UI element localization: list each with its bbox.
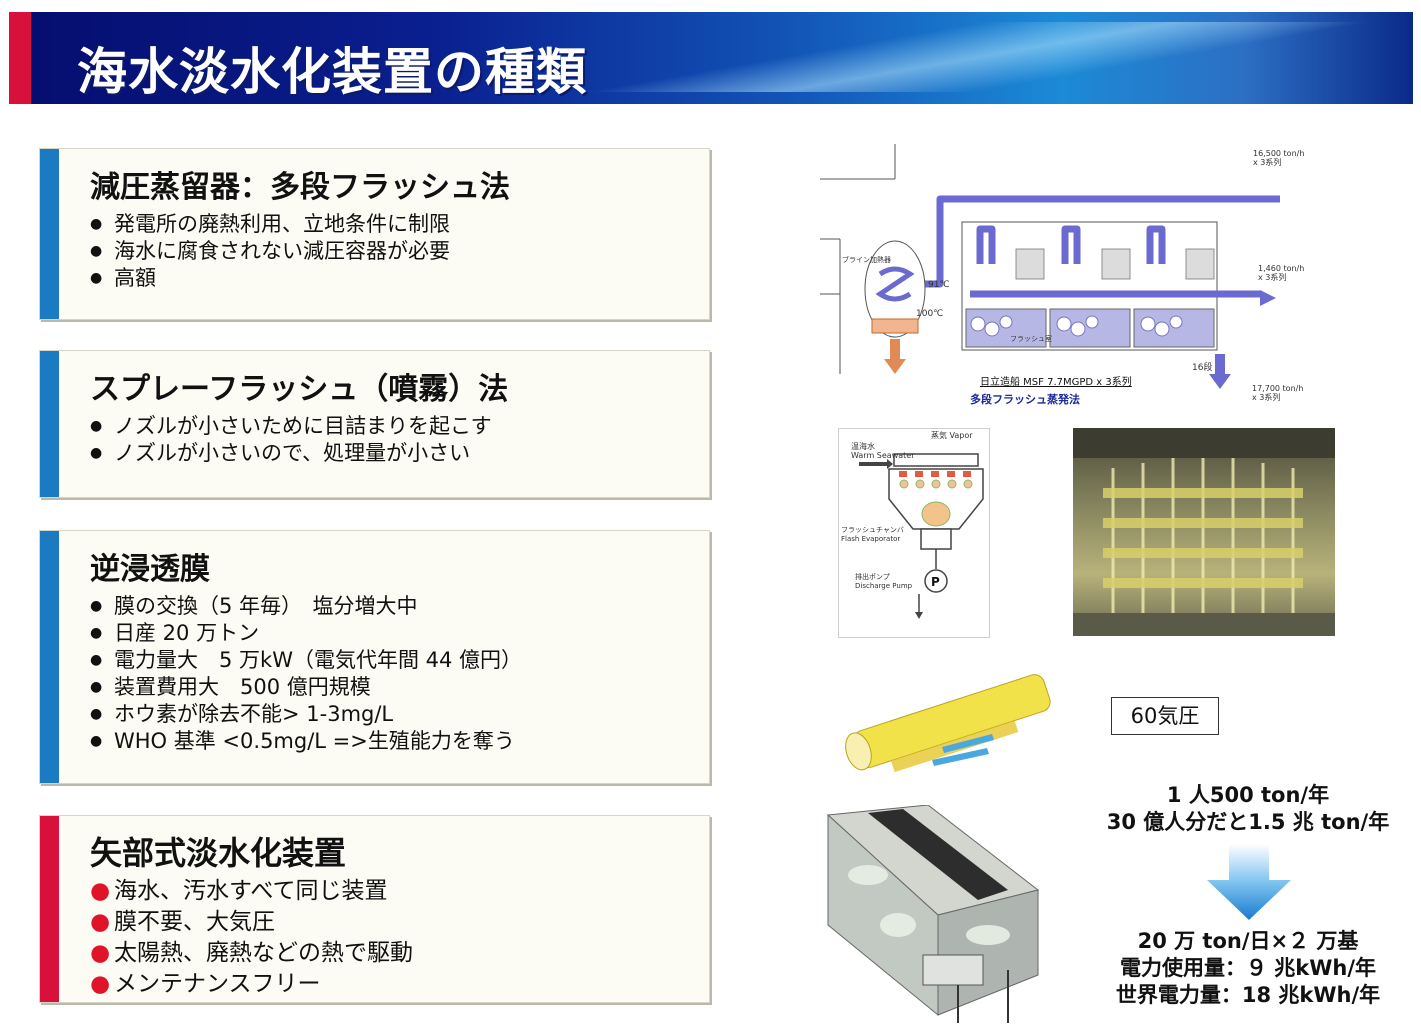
- msf-label-top-flow: 16,500 ton/h: [1253, 149, 1304, 158]
- list-item: 海水に腐食されない減圧容器が必要: [90, 238, 699, 265]
- title-banner: 海水淡水化装置の種類: [9, 12, 1413, 104]
- panel-accent-bar: [40, 816, 59, 1002]
- msf-label-flash-chamber: フラッシュ室: [1010, 334, 1052, 343]
- msf-caption-1: 日立造船 MSF 7.7MGPD x 3系列: [980, 375, 1132, 388]
- stats-bottom: 20 万 ton/日×２ 万基 電力使用量：９ 兆kWh/年 世界電力量：18 …: [1098, 928, 1398, 1009]
- stats-line: 1 人500 ton/年: [1166, 783, 1330, 807]
- pump-symbol: P: [931, 575, 940, 589]
- ro-plant-graphic: [1073, 428, 1335, 636]
- panel-msf: 減圧蒸留器：多段フラッシュ法 発電所の廃熱利用、立地条件に制限 海水に腐食されな…: [39, 148, 710, 320]
- list-item: 高額: [90, 265, 699, 292]
- msf-diagram-graphic: 16,500 ton/h x 3系列 1,460 ton/h x 3系列 17,…: [820, 144, 1304, 406]
- msf-label-temp1: 91℃: [928, 280, 950, 290]
- stats-line: 30 億人分だと1.5 兆 ton/年: [1106, 810, 1390, 834]
- pressure-label: 60気圧: [1111, 697, 1219, 735]
- panel-yabe: 矢部式淡水化装置 海水、汚水すべて同じ装置 膜不要、大気圧 太陽熱、廃熱などの熱…: [39, 815, 710, 1003]
- ro-plant-photo: [1073, 428, 1335, 636]
- panel-accent-bar: [40, 531, 59, 783]
- list-item: ノズルが小さいために目詰まりを起こす: [90, 413, 699, 440]
- spray-flash-graphic: P 蒸気 Vapor 温海水 Warm Seawater フラッシュチャンバ F…: [841, 430, 984, 619]
- msf-label-top-series: x 3系列: [1253, 157, 1281, 167]
- panel-reverse-osmosis: 逆浸透膜 膜の交換（5 年毎） 塩分増大中 日産 20 万トン 電力量大 5 万…: [39, 530, 710, 784]
- bullet-list: 海水、汚水すべて同じ装置 膜不要、大気圧 太陽熱、廃熱などの熱で駆動 メンテナン…: [90, 876, 699, 1000]
- flash-label-evaporator: フラッシュチャンバ: [841, 526, 904, 534]
- msf-label-bot-series: x 3系列: [1252, 392, 1280, 402]
- membrane-graphic: [845, 674, 1051, 773]
- list-item: 発電所の廃熱利用、立地条件に制限: [90, 211, 699, 238]
- yabe-device-illustration: [808, 805, 1048, 1023]
- list-item: WHO 基準 <0.5mg/L =>生殖能力を奪う: [90, 728, 699, 755]
- msf-label-stage: 16段: [1192, 361, 1212, 373]
- msf-caption-2: 多段フラッシュ蒸発法: [970, 392, 1080, 406]
- stats-line: 世界電力量：18 兆kWh/年: [1115, 983, 1381, 1007]
- msf-diagram: 16,500 ton/h x 3系列 1,460 ton/h x 3系列 17,…: [820, 144, 1320, 414]
- list-item: 装置費用大 500 億円規模: [90, 674, 699, 701]
- bullet-list: 膜の交換（5 年毎） 塩分増大中 日産 20 万トン 電力量大 5 万kW（電気…: [90, 593, 699, 755]
- stats-top: 1 人500 ton/年 30 億人分だと1.5 兆 ton/年: [1098, 782, 1398, 836]
- banner-light-streak: [529, 22, 1413, 92]
- flash-label-seawater: 温海水: [851, 441, 875, 451]
- msf-label-mid-series: x 3系列: [1258, 272, 1286, 282]
- panel-heading: 矢部式淡水化装置: [90, 834, 347, 872]
- list-item: ノズルが小さいので、処理量が小さい: [90, 440, 699, 467]
- flash-label-pump-en: Discharge Pump: [855, 582, 913, 590]
- bullet-list: ノズルが小さいために目詰まりを起こす ノズルが小さいので、処理量が小さい: [90, 413, 699, 467]
- yabe-device-graphic: [826, 805, 1040, 1023]
- msf-label-brine: ブライン加熱器: [842, 255, 891, 264]
- panel-accent-bar: [40, 149, 59, 319]
- msf-label-mid-flow: 1,460 ton/h: [1258, 264, 1304, 273]
- panel-heading: スプレーフラッシュ（噴霧）法: [90, 372, 509, 407]
- banner-accent-bar: [9, 12, 31, 104]
- msf-label-bot-flow: 17,700 ton/h: [1252, 384, 1303, 393]
- flash-label-pump: 排出ポンプ: [855, 572, 890, 581]
- list-item: 膜の交換（5 年毎） 塩分増大中: [90, 593, 699, 620]
- flash-label-vapor: 蒸気 Vapor: [931, 430, 973, 440]
- list-item: 日産 20 万トン: [90, 620, 699, 647]
- list-item: 電力量大 5 万kW（電気代年間 44 億円）: [90, 647, 699, 674]
- panel-accent-bar: [40, 351, 59, 497]
- down-arrow-icon: [1207, 844, 1291, 920]
- list-item: 海水、汚水すべて同じ装置: [90, 876, 699, 907]
- bullet-list: 発電所の廃熱利用、立地条件に制限 海水に腐食されない減圧容器が必要 高額: [90, 211, 699, 292]
- panel-heading: 逆浸透膜: [90, 552, 210, 587]
- list-item: ホウ素が除去不能> 1-3mg/L: [90, 701, 699, 728]
- list-item: メンテナンスフリー: [90, 969, 699, 1000]
- list-item: 膜不要、大気圧: [90, 907, 699, 938]
- list-item: 太陽熱、廃熱などの熱で駆動: [90, 938, 699, 969]
- panel-spray-flash: スプレーフラッシュ（噴霧）法 ノズルが小さいために目詰まりを起こす ノズルが小さ…: [39, 350, 710, 498]
- page-title: 海水淡水化装置の種類: [77, 43, 587, 101]
- stats-line: 電力使用量：９ 兆kWh/年: [1119, 956, 1377, 980]
- stats-line: 20 万 ton/日×２ 万基: [1137, 929, 1359, 953]
- flash-label-evaporator-en: Flash Evaporator: [841, 535, 900, 543]
- msf-label-temp2: 100℃: [916, 309, 943, 319]
- ro-membrane-illustration: [822, 662, 1082, 782]
- spray-flash-diagram: P 蒸気 Vapor 温海水 Warm Seawater フラッシュチャンバ F…: [838, 428, 990, 638]
- flash-label-seawater-en: Warm Seawater: [851, 451, 915, 460]
- panel-heading: 減圧蒸留器：多段フラッシュ法: [90, 170, 510, 205]
